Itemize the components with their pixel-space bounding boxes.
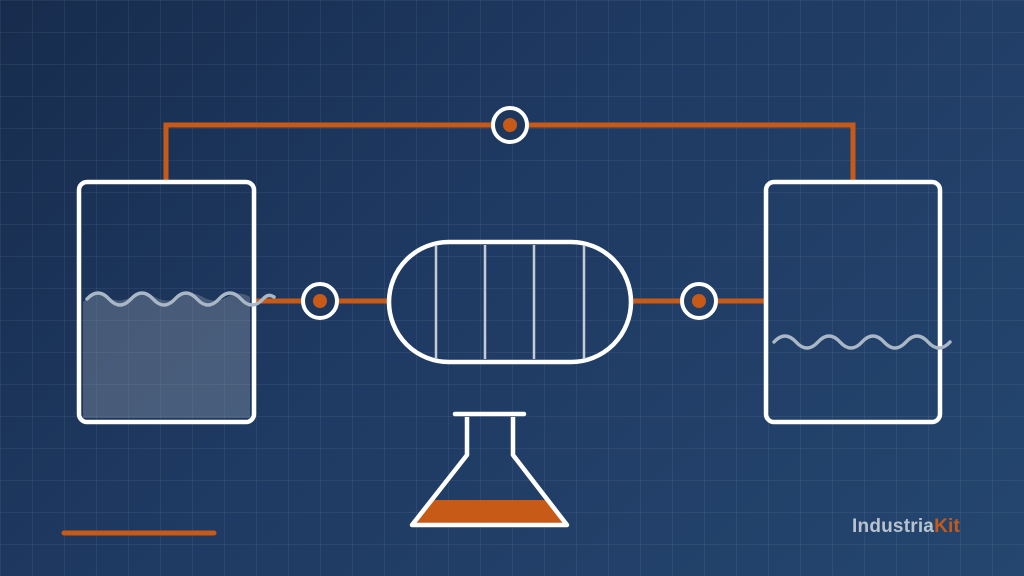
left-tank-liquid xyxy=(83,293,250,418)
right-tank-wave xyxy=(772,334,952,350)
erlenmeyer-flask-icon xyxy=(409,411,570,528)
brand-logo: IndustriaKit xyxy=(852,516,960,538)
left-tank-icon xyxy=(76,179,276,425)
right-tank-icon xyxy=(763,179,952,425)
brand-name-part1: Industria xyxy=(852,516,935,537)
flask-liquid xyxy=(413,500,566,524)
top-valve-icon xyxy=(491,106,529,144)
right-valve-icon xyxy=(680,282,718,320)
brand-name-part2: Kit xyxy=(934,516,960,537)
left-valve-icon xyxy=(301,282,339,320)
reactor-vessel-icon xyxy=(386,239,634,365)
left-tank-wave xyxy=(85,291,276,307)
